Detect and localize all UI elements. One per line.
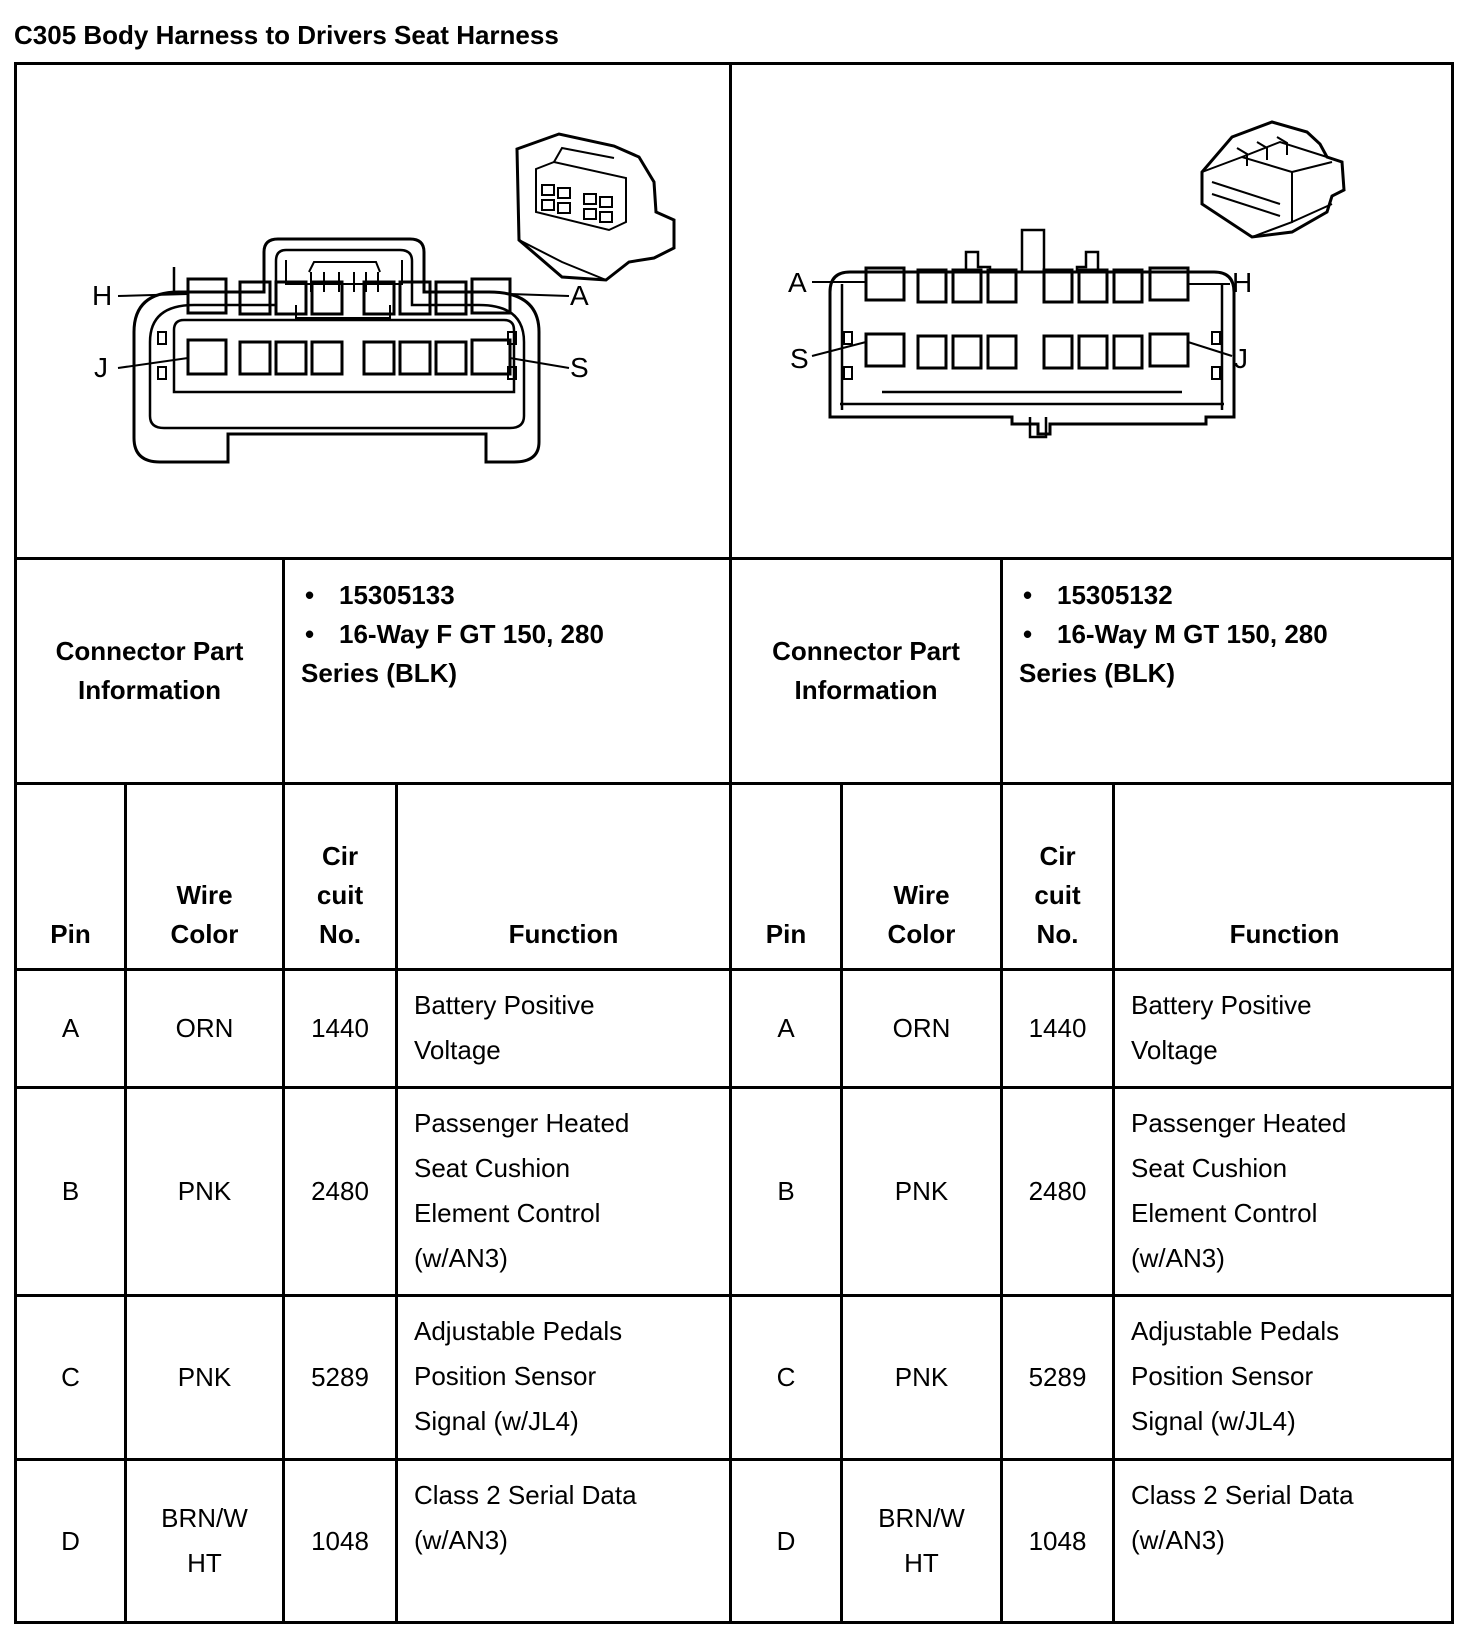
left-connector-part-list: •15305133 •16-Way F GT 150, 280 Series (… (285, 560, 729, 782)
female-pin-label-a: A (570, 280, 589, 311)
left-row-d-function: Class 2 Serial Data (w/AN3) (414, 1480, 637, 1555)
right-row-d-function: Class 2 Serial Data (w/AN3) (1131, 1480, 1354, 1555)
right-row-b-pin: B (777, 1176, 795, 1206)
female-pin-label-j: J (94, 352, 108, 383)
left-row-d-pin: D (61, 1525, 80, 1556)
male-pin-label-j: J (1234, 343, 1248, 374)
male-pin-label-h: H (1232, 267, 1252, 298)
right-row-c-function: Adjustable Pedals Position Sensor Signal… (1131, 1316, 1340, 1436)
left-connector-info-label: Connector Part Information (55, 636, 244, 705)
male-pin-label-a: A (788, 267, 807, 298)
right-row-c-circuit: 5289 (1028, 1362, 1087, 1392)
right-part-number-item: •15305132 (1023, 580, 1173, 610)
left-row-b-pin: B (61, 1176, 80, 1206)
connector-table (14, 62, 1454, 1624)
right-part-description-cont: Series (BLK) (1019, 658, 1176, 688)
left-header-wire-color: Wire Color (170, 880, 239, 949)
diagram-divider (14, 557, 1454, 560)
left-header-circuit: Cir cuit No. (316, 841, 364, 949)
row-divider-b (14, 1294, 1454, 1297)
male-connector-iso-icon (1200, 120, 1346, 239)
right-row-c-color: PNK (894, 1362, 949, 1392)
right-connector-info-label: Connector Part Information (772, 636, 960, 705)
left-row-a-function: Battery Positive Voltage (414, 990, 595, 1065)
left-row-c-color: PNK (177, 1362, 232, 1392)
left-row-d-color: BRN/W HT (161, 1503, 248, 1578)
left-row-a-circuit: 1440 (311, 1013, 369, 1043)
col-divider-left-circuit (395, 782, 398, 1624)
right-row-b-color: PNK (894, 1176, 949, 1206)
page-title: C305 Body Harness to Drivers Seat Harnes… (14, 20, 559, 50)
right-row-a-function: Battery Positive Voltage (1131, 990, 1312, 1065)
left-part-description-item: •16-Way F GT 150, 280 (305, 619, 604, 649)
female-connector-iso-icon (515, 132, 676, 282)
left-row-d-circuit: 1048 (311, 1525, 369, 1556)
female-pin-label-h: H (92, 280, 112, 311)
right-header-function: Function (1229, 919, 1340, 949)
row-divider-c (14, 1458, 1454, 1461)
center-divider (729, 62, 732, 1624)
info-divider (14, 782, 1454, 785)
right-row-a-circuit: 1440 (1028, 1013, 1087, 1043)
left-row-b-circuit: 2480 (311, 1176, 369, 1206)
male-connector-diagram: A H S J (788, 120, 1346, 439)
left-row-a-pin: A (61, 1013, 80, 1043)
col-divider-right-pin (840, 782, 843, 1624)
left-row-a-color: ORN (175, 1013, 234, 1043)
left-row-c-pin: C (61, 1362, 80, 1392)
col-divider-left-pin (124, 782, 127, 1624)
right-row-c-pin: C (776, 1362, 796, 1392)
right-part-description-item: •16-Way M GT 150, 280 (1023, 619, 1328, 649)
header-divider (14, 968, 1454, 971)
right-row-a-pin: A (777, 1013, 795, 1043)
left-header-pin: Pin (50, 919, 91, 949)
male-pin-label-s: S (790, 343, 809, 374)
right-row-b-circuit: 2480 (1028, 1176, 1087, 1206)
right-header-pin: Pin (765, 919, 807, 949)
right-row-d-pin: D (776, 1525, 796, 1556)
female-pin-label-s: S (570, 352, 589, 383)
row-divider-a (14, 1086, 1454, 1089)
right-row-d-circuit: 1048 (1028, 1525, 1087, 1556)
right-row-a-color: ORN (892, 1013, 951, 1043)
right-row-b-function: Passenger Heated Seat Cushion Element Co… (1131, 1108, 1347, 1273)
left-row-b-color: PNK (177, 1176, 232, 1206)
right-header-wire-color: Wire Color (887, 880, 956, 949)
left-row-b-function: Passenger Heated Seat Cushion Element Co… (414, 1108, 630, 1273)
col-divider-left-info (282, 557, 285, 1624)
female-connector-diagram: H A J S (92, 132, 676, 464)
left-part-description-cont: Series (BLK) (301, 658, 458, 688)
col-divider-right-circuit (1112, 782, 1115, 1624)
right-header-circuit: Cir cuit No. (1034, 841, 1081, 949)
left-header-function: Function (508, 919, 619, 949)
left-row-c-function: Adjustable Pedals Position Sensor Signal… (414, 1316, 623, 1436)
col-divider-right-info (1000, 557, 1003, 1624)
left-row-c-circuit: 5289 (311, 1362, 369, 1392)
left-part-number-item: •15305133 (305, 580, 455, 610)
right-connector-part-list: •15305132 •16-Way M GT 150, 280 Series (… (1003, 560, 1454, 782)
right-row-d-color: BRN/W HT (878, 1503, 965, 1578)
